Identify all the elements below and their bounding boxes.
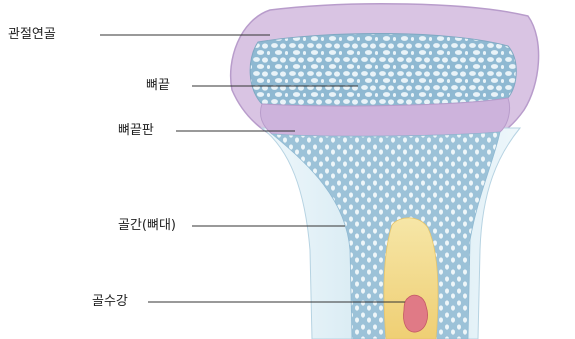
label-medullary-cavity: 골수강 — [92, 294, 128, 310]
label-diaphysis: 골간(뼈대) — [118, 218, 176, 234]
red-marrow-shape — [404, 295, 428, 332]
label-epiphysis: 뼈끝 — [146, 78, 170, 94]
label-articular-cartilage: 관절연골 — [8, 27, 56, 43]
label-epiphyseal-plate: 뼈끝판 — [118, 123, 154, 139]
epiphysis-shape — [250, 33, 516, 106]
